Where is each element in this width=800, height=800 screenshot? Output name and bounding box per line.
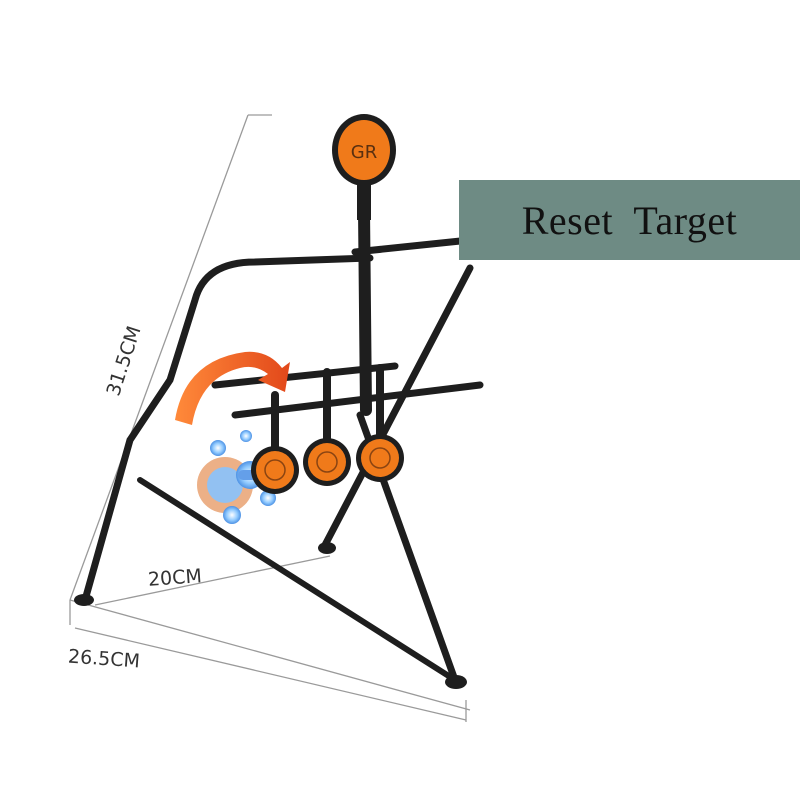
reset-arrow <box>175 351 290 425</box>
stand-feet <box>74 542 467 689</box>
stand-frame <box>81 204 484 684</box>
top-target: GR <box>332 114 396 220</box>
dimension-lines <box>69 114 471 722</box>
small-target-middle <box>303 438 351 486</box>
banner-title: Reset Target <box>521 197 738 243</box>
small-target-left <box>251 446 299 494</box>
svg-text:GR: GR <box>351 142 377 163</box>
title-banner: Reset Target <box>459 180 800 260</box>
small-target-right <box>356 434 404 482</box>
width-dimension-label: 20CM <box>147 565 203 591</box>
